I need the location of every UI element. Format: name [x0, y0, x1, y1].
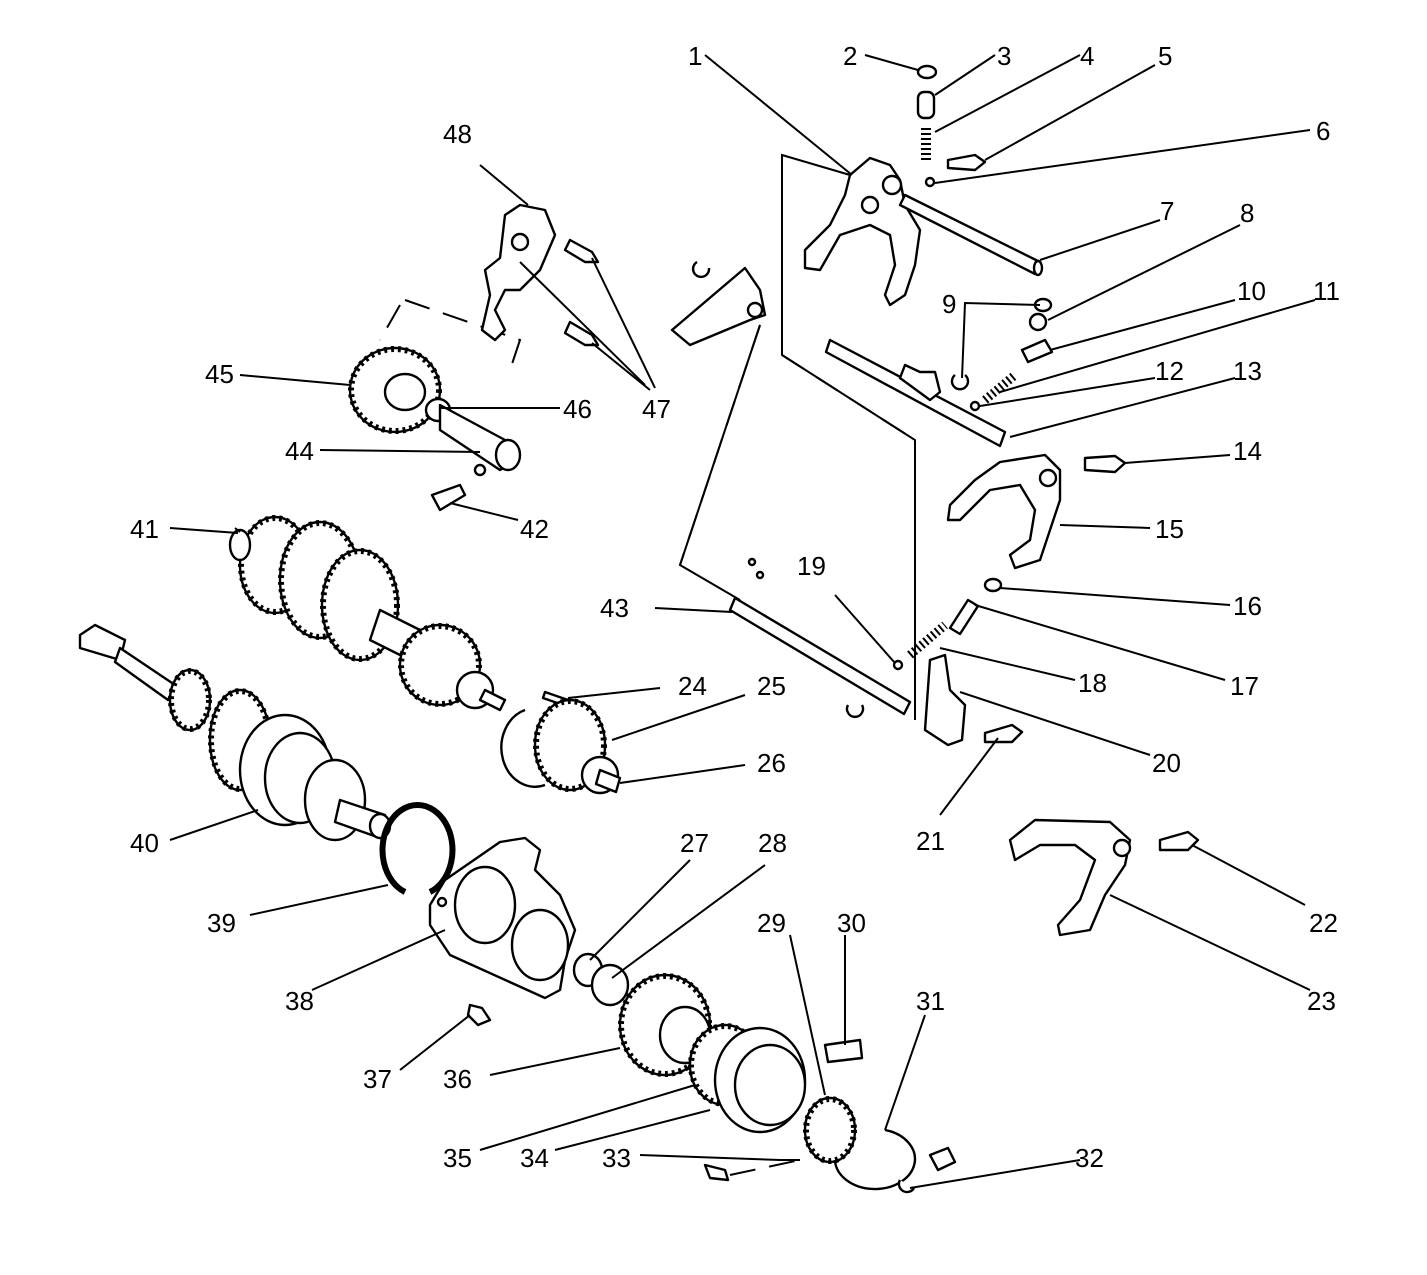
bracket-20 [923, 653, 1024, 747]
callout-14: 14 [1233, 436, 1262, 466]
callout-32: 32 [1075, 1143, 1104, 1173]
detent-parts-lower [892, 577, 1003, 671]
callout-23: 23 [1307, 986, 1336, 1016]
shift-fork-23 [1008, 818, 1200, 937]
shift-rail-7 [898, 193, 1044, 277]
callout-19: 19 [797, 551, 826, 581]
callout-20: 20 [1152, 748, 1181, 778]
callout-13: 13 [1233, 356, 1262, 386]
shift-lever-48 [480, 203, 600, 347]
callout-16: 16 [1233, 591, 1262, 621]
callout-34: 34 [520, 1143, 549, 1173]
callout-25: 25 [757, 671, 786, 701]
synchronizer-34-35 [688, 1023, 957, 1194]
callout-42: 42 [520, 514, 549, 544]
bearing-plate-38 [428, 836, 577, 1027]
callout-41: 41 [130, 514, 159, 544]
callout-24: 24 [678, 671, 707, 701]
callout-37: 37 [363, 1064, 392, 1094]
callout-1: 1 [688, 41, 702, 71]
callout-27: 27 [680, 828, 709, 858]
callout-39: 39 [207, 908, 236, 938]
callout-5: 5 [1158, 41, 1172, 71]
detent-parts-mid [950, 297, 1054, 412]
callout-29: 29 [757, 908, 786, 938]
callout-12: 12 [1155, 356, 1184, 386]
callout-11: 11 [1313, 276, 1340, 306]
detent-parts-top [916, 64, 987, 188]
callout-35: 35 [443, 1143, 472, 1173]
callout-40: 40 [130, 828, 159, 858]
idler-gear-45 [348, 346, 522, 512]
shift-fork-15 [946, 453, 1127, 570]
callout-4: 4 [1080, 41, 1094, 71]
callout-47: 47 [642, 394, 671, 424]
callout-18: 18 [1078, 668, 1107, 698]
callout-10: 10 [1237, 276, 1266, 306]
callout-30: 30 [837, 908, 866, 938]
callout-15: 15 [1155, 514, 1184, 544]
callout-36: 36 [443, 1064, 472, 1094]
callout-48: 48 [443, 119, 472, 149]
callout-7: 7 [1160, 196, 1174, 226]
shift-fork-1 [803, 156, 922, 307]
callout-26: 26 [757, 748, 786, 778]
callout-17: 17 [1230, 671, 1259, 701]
callout-9: 9 [942, 289, 956, 319]
assembly-lines [379, 153, 916, 1176]
callout-21: 21 [916, 826, 945, 856]
gear-25 [500, 690, 622, 795]
callout-43: 43 [600, 593, 629, 623]
callout-45: 45 [205, 359, 234, 389]
callout-22: 22 [1309, 908, 1338, 938]
countershaft-41 [228, 515, 507, 712]
callout-31: 31 [916, 986, 945, 1016]
snap-ring-39 [379, 802, 456, 895]
callout-44: 44 [285, 436, 314, 466]
callout-33: 33 [602, 1143, 631, 1173]
callout-28: 28 [758, 828, 787, 858]
callout-6: 6 [1316, 116, 1330, 146]
callout-8: 8 [1240, 198, 1254, 228]
callout-3: 3 [997, 41, 1011, 71]
leader-lines [169, 54, 1316, 1189]
shift-rail-43 [728, 557, 912, 718]
callout-labels: 1 2 3 4 5 6 7 8 9 10 11 12 13 14 15 16 1… [130, 41, 1340, 1173]
shift-rail-13 [824, 338, 1007, 448]
callout-38: 38 [285, 986, 314, 1016]
callout-46: 46 [563, 394, 592, 424]
mainshaft-40 [78, 623, 392, 842]
callout-2: 2 [843, 41, 857, 71]
shift-link [670, 260, 767, 347]
